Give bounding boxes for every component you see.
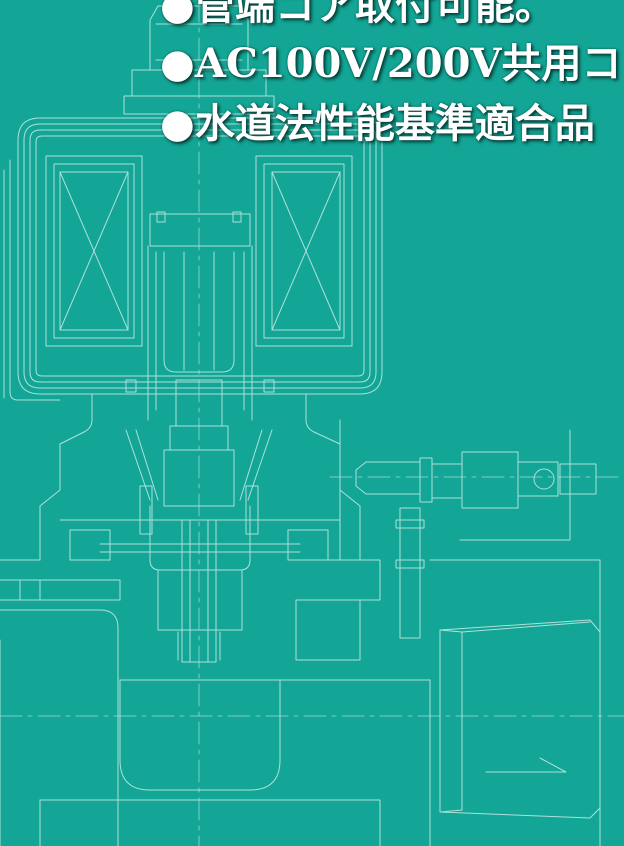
right-coil	[255, 155, 353, 347]
actuator-box	[439, 619, 601, 819]
needle-assembly	[339, 419, 597, 561]
valve-base	[39, 679, 381, 846]
coil-housing	[3, 117, 383, 401]
left-coil	[45, 155, 143, 347]
valve-body	[0, 393, 361, 663]
right-port	[119, 429, 601, 846]
plunger-tube	[125, 211, 275, 507]
top-cap	[123, 5, 275, 115]
left-port	[0, 579, 121, 846]
side-rod	[395, 507, 425, 639]
